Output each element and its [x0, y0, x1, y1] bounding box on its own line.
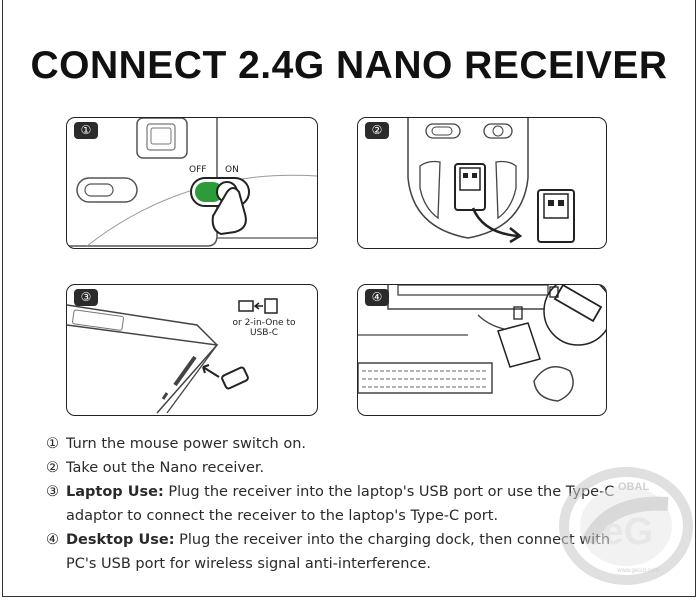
usb-c-note: or 2-in-One to USB-C [232, 318, 296, 338]
watermark-url-text: www.gecid.com [616, 568, 659, 574]
step-1-badge: ① [74, 122, 98, 139]
instruction-2-number: ② [46, 460, 59, 476]
instruction-3: ③ Laptop Use: Plug the receiver into the … [46, 480, 666, 504]
step-2-panel: ② [357, 117, 607, 249]
instruction-1: ① Turn the mouse power switch on. [46, 432, 666, 456]
instruction-1-text: Turn the mouse power switch on. [66, 436, 307, 452]
instruction-4-heading: Desktop Use: [66, 532, 175, 548]
watermark-top-text: OBAL [618, 481, 649, 493]
instruction-3-continued: adaptor to connect the receiver to the l… [66, 508, 499, 524]
instructions: ① Turn the mouse power switch on. ② Take o… [46, 432, 666, 576]
svg-text:eG: eG [603, 511, 654, 553]
page-title: CONNECT 2.4G NANO RECEIVER [30, 44, 668, 87]
desktop-illustration [358, 285, 606, 402]
instruction-3-text: Plug the receiver into the laptop's USB … [163, 484, 615, 500]
step-1-panel: ① OFF ON [66, 117, 318, 249]
instruction-2-text: Take out the Nano receiver. [66, 460, 265, 476]
step-3-badge: ③ [74, 289, 98, 306]
laptop-illustration [67, 298, 278, 414]
step-3-panel: ③ or 2-in-One to USB-C [66, 284, 318, 416]
step-4-badge: ④ [365, 289, 389, 306]
instruction-2: ② Take out the Nano receiver. [46, 456, 666, 480]
mouse-switch-illustration [67, 118, 317, 247]
instruction-4-number: ④ [46, 532, 59, 548]
step-2-badge: ② [365, 122, 389, 139]
instruction-1-number: ① [46, 436, 59, 452]
instruction-4-text: Plug the receiver into the charging dock… [174, 532, 611, 548]
off-label: OFF [189, 165, 207, 175]
on-label: ON [225, 165, 239, 175]
instruction-4: ④ Desktop Use: Plug the receiver into the… [46, 528, 666, 552]
mouse-underside-illustration [407, 118, 575, 244]
instruction-4-continued: PC's USB port for wireless signal anti-i… [66, 556, 431, 572]
instruction-3-heading: Laptop Use: [66, 484, 164, 500]
step-4-panel: ④ [357, 284, 607, 416]
gecid-watermark-logo: eG OBAL www.gecid.com [548, 460, 698, 590]
instruction-3-number: ③ [46, 484, 59, 500]
